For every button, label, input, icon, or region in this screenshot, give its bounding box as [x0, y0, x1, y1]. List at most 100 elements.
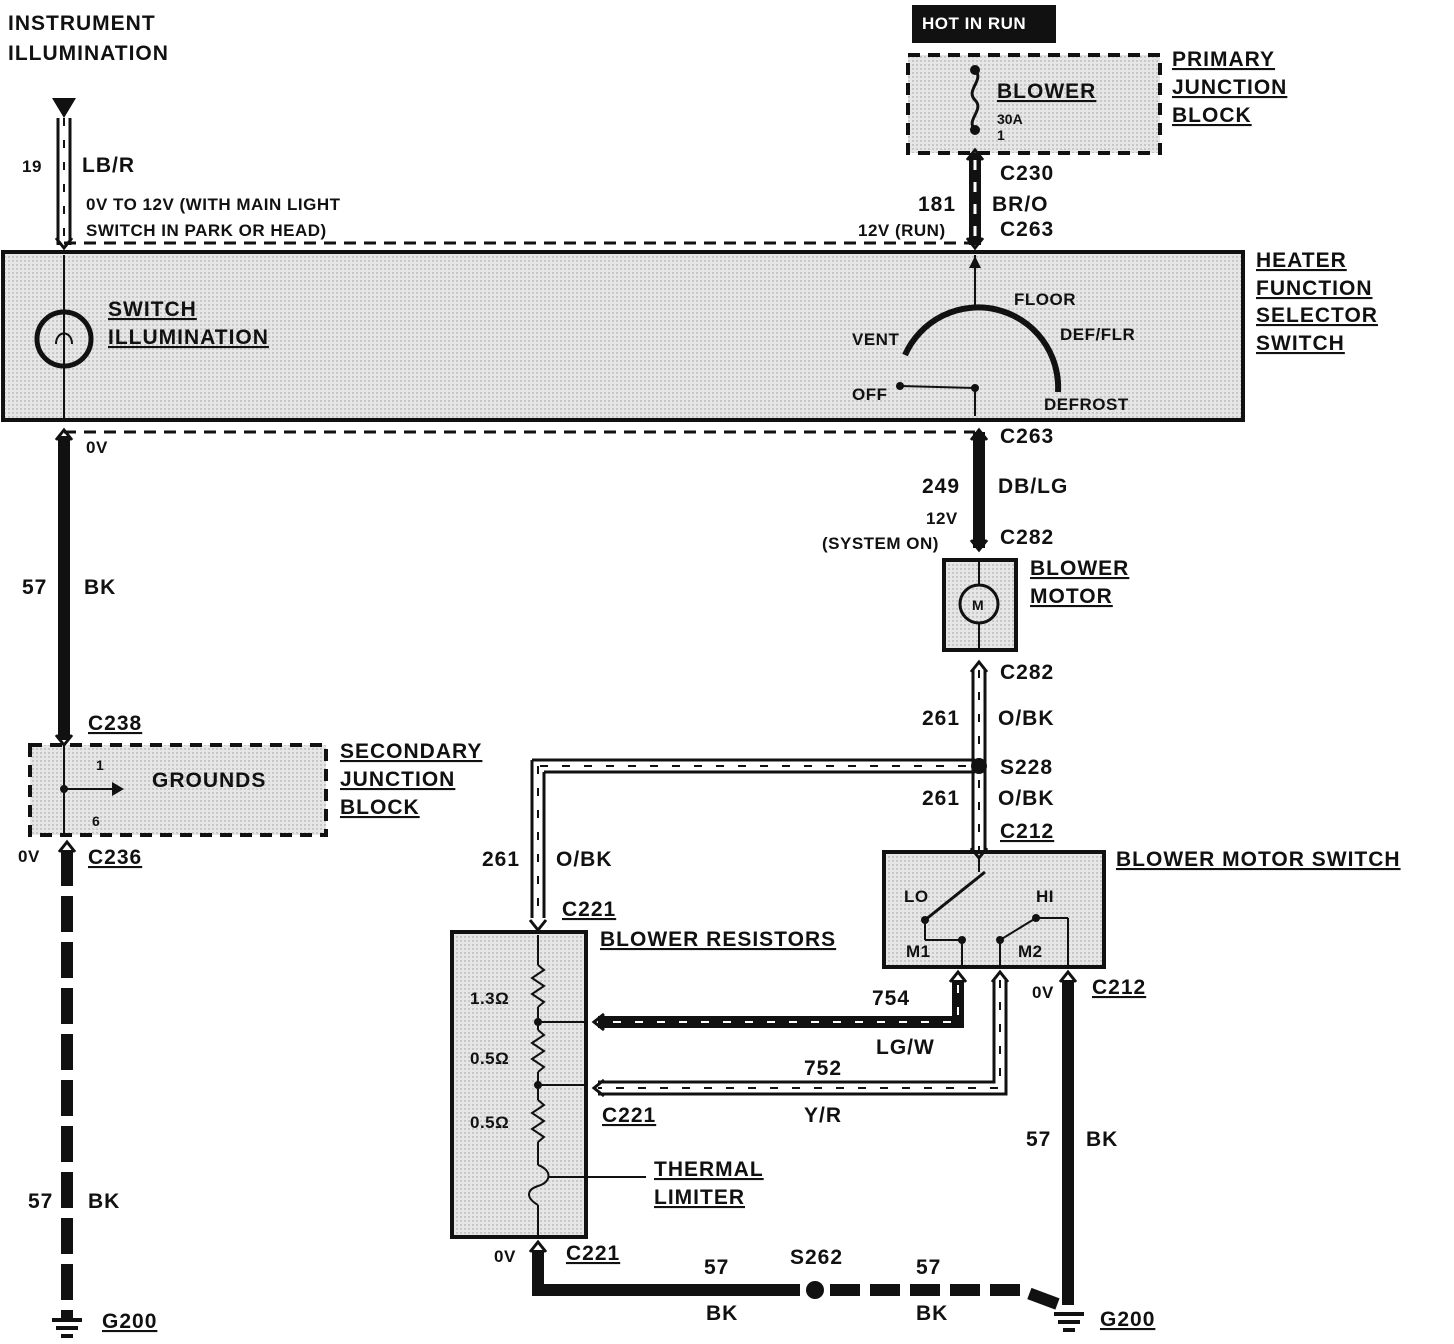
heater-switch-title-1: HEATER	[1256, 249, 1347, 272]
splice-s262: S262	[790, 1246, 843, 1269]
connector-c282-bottom: C282	[1000, 661, 1054, 684]
switch-m2: M2	[1018, 942, 1043, 961]
instrument-illumination-line1: INSTRUMENT	[8, 12, 156, 35]
blower-resistors-title: BLOWER RESISTORS	[600, 928, 836, 951]
sjb-pin-6: 6	[92, 813, 100, 829]
connector-ticks	[54, 147, 1078, 1253]
wire-261-b-color: O/BK	[998, 787, 1055, 810]
hot-in-run-text: HOT IN RUN	[922, 14, 1026, 33]
instrument-illumination-line2: ILLUMINATION	[8, 42, 169, 65]
wire-19	[56, 118, 72, 245]
illum-voltage-note-2: SWITCH IN PARK OR HEAD)	[86, 221, 327, 240]
secondary-junction-title-3: BLOCK	[340, 796, 420, 819]
motor-symbol: M	[972, 597, 984, 613]
connector-c221-bottom: C221	[566, 1242, 620, 1265]
primary-junction-title-3: BLOCK	[1172, 104, 1252, 127]
voltage-0v-left: 0V	[86, 438, 108, 457]
wire-181-circuit: 181	[918, 193, 956, 216]
position-vent: VENT	[852, 330, 899, 349]
switch-m1: M1	[906, 942, 931, 961]
blower-fuse-label: BLOWER	[997, 80, 1096, 103]
wire-752-color: Y/R	[804, 1104, 842, 1127]
ground-g200-left-icon	[52, 1318, 82, 1338]
position-floor: FLOOR	[1014, 290, 1076, 309]
heater-switch-title-4: SWITCH	[1256, 332, 1345, 355]
wire-57-left-top-color: BK	[84, 576, 116, 599]
wire-57-right-circuit: 57	[1026, 1128, 1051, 1151]
heater-switch-title-2: FUNCTION	[1256, 277, 1373, 300]
wire-57-left-bottom-color: BK	[88, 1190, 120, 1213]
hot-in-run-badge	[912, 5, 1056, 43]
connector-c230: C230	[1000, 162, 1054, 185]
wire-261-b-circuit: 261	[922, 787, 960, 810]
primary-junction-block	[906, 53, 1162, 155]
illumination-bulb-icon	[34, 309, 94, 369]
source-arrow-icon	[52, 98, 76, 118]
wire-752-circuit: 752	[804, 1057, 842, 1080]
blower-fuse-rating: 30A	[997, 111, 1023, 127]
resistor-3-value: 0.5Ω	[470, 1113, 509, 1132]
connector-c212-bottom: C212	[1092, 976, 1146, 999]
wire-57-bottom-left-color: BK	[706, 1302, 738, 1325]
connector-c282-top: C282	[1000, 526, 1054, 549]
wire-752	[598, 980, 1008, 1096]
wire-57-bottom-right-circuit: 57	[916, 1256, 941, 1279]
blower-motor-switch-title: BLOWER MOTOR SWITCH	[1116, 848, 1401, 871]
connector-c212-top: C212	[1000, 820, 1054, 843]
wire-261-horizontal	[530, 758, 975, 918]
wire-57-bottom-right	[830, 1284, 1063, 1311]
wire-57-right-color: BK	[1086, 1128, 1118, 1151]
switch-illumination-label-2: ILLUMINATION	[108, 326, 269, 349]
thermal-limiter-title-2: LIMITER	[654, 1186, 745, 1209]
thermal-limiter-title-1: THERMAL	[654, 1158, 764, 1181]
wire-754-color: LG/W	[876, 1036, 935, 1059]
blower-fuse-pin: 1	[997, 127, 1005, 143]
system-on-voltage-2: (SYSTEM ON)	[822, 534, 939, 553]
wire-261-a-circuit: 261	[922, 707, 960, 730]
blower-fuse-icon	[970, 68, 980, 132]
wire-261-c-circuit: 261	[482, 848, 520, 871]
wire-754-circuit: 754	[872, 987, 910, 1010]
voltage-0v-c236: 0V	[18, 847, 40, 866]
ground-g200-right: G200	[1100, 1308, 1155, 1331]
wire-754	[598, 980, 964, 1028]
primary-junction-title-1: PRIMARY	[1172, 48, 1275, 71]
sjb-pin-1: 1	[96, 757, 104, 773]
ground-g200-right-icon	[1054, 1312, 1084, 1332]
run-voltage: 12V (RUN)	[858, 221, 946, 240]
switch-lo: LO	[904, 887, 929, 906]
selector-arc	[902, 304, 1062, 393]
position-off: OFF	[852, 385, 888, 404]
ground-g200-left: G200	[102, 1310, 157, 1333]
grounds-label: GROUNDS	[152, 769, 266, 792]
ground-arrow-icon	[112, 782, 124, 796]
resistor-2-value: 0.5Ω	[470, 1049, 509, 1068]
wire-181-color: BR/O	[992, 193, 1049, 216]
wire-57-left-bottom-circuit: 57	[28, 1190, 53, 1213]
position-def-flr: DEF/FLR	[1060, 325, 1135, 344]
splice-s228: S228	[1000, 756, 1053, 779]
secondary-junction-title-1: SECONDARY	[340, 740, 482, 763]
connector-c263-bottom: C263	[1000, 425, 1054, 448]
illum-voltage-note-1: 0V TO 12V (WITH MAIN LIGHT	[86, 195, 341, 214]
connector-c221-top: C221	[562, 898, 616, 921]
primary-junction-title-2: JUNCTION	[1172, 76, 1287, 99]
voltage-0v-c212: 0V	[1032, 983, 1054, 1002]
wire-249-circuit: 249	[922, 475, 960, 498]
heater-switch-title-3: SELECTOR	[1256, 304, 1378, 327]
connector-c236: C236	[88, 846, 142, 869]
wire-261-c-color: O/BK	[556, 848, 613, 871]
position-defrost: DEFROST	[1044, 395, 1129, 414]
blower-motor-title-1: BLOWER	[1030, 557, 1129, 580]
wire-19-circuit: 19	[22, 157, 42, 176]
connector-c263-top: C263	[1000, 218, 1054, 241]
connector-c221-mid: C221	[602, 1104, 656, 1127]
blower-motor-title-2: MOTOR	[1030, 585, 1113, 608]
wire-57-bottom-left-circuit: 57	[704, 1256, 729, 1279]
connector-c238: C238	[88, 712, 142, 735]
wire-57-left-top-circuit: 57	[22, 576, 47, 599]
wire-249-color: DB/LG	[998, 475, 1068, 498]
voltage-0v-c221: 0V	[494, 1247, 516, 1266]
